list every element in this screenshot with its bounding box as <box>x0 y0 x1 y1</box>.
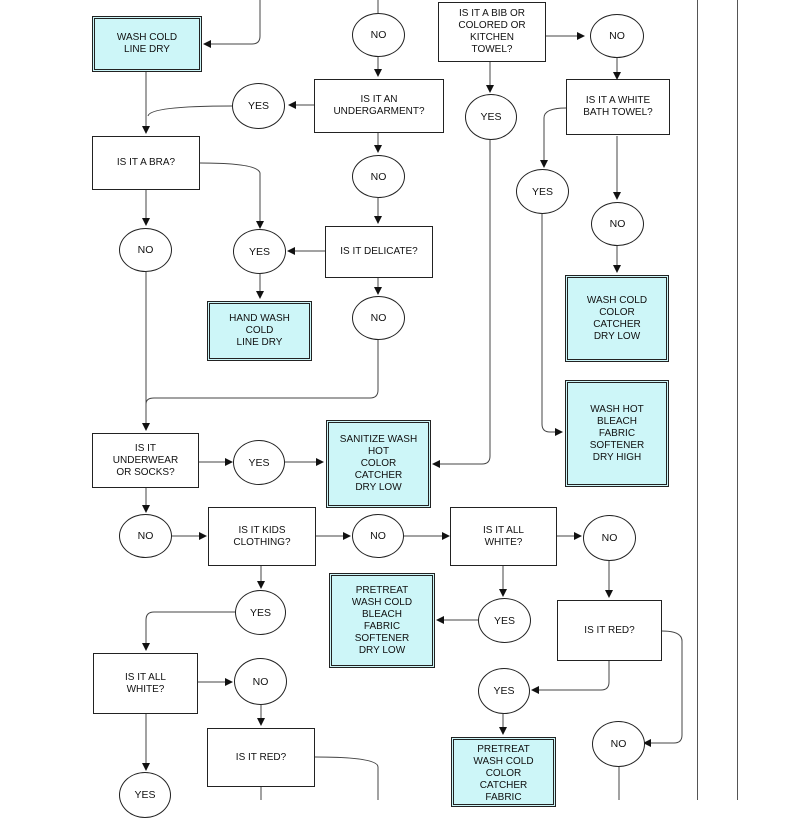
no-oval: NO <box>119 228 172 272</box>
no-oval: NO <box>352 13 405 57</box>
is-it-all-white-node: IS IT ALL WHITE? <box>450 507 557 566</box>
no-oval: NO <box>352 155 405 198</box>
yes-oval: YES <box>516 169 569 214</box>
is-it-delicate-node: IS IT DELICATE? <box>325 226 433 278</box>
yes-oval: YES <box>235 590 286 635</box>
pretreat-color-catcher-node: PRETREAT WASH COLD COLOR CATCHER FABRIC <box>451 737 556 807</box>
is-it-kids-clothing-node: IS IT KIDS CLOTHING? <box>208 507 316 566</box>
page-border-line <box>737 0 738 800</box>
is-it-red-node: IS IT RED? <box>557 600 662 661</box>
wash-hot-bleach-node: WASH HOT BLEACH FABRIC SOFTENER DRY HIGH <box>565 380 669 487</box>
wash-cold-line-dry-node: WASH COLD LINE DRY <box>92 16 202 72</box>
yes-oval: YES <box>233 440 285 485</box>
no-oval: NO <box>234 658 287 705</box>
no-oval: NO <box>592 721 645 767</box>
sanitize-wash-node: SANITIZE WASH HOT COLOR CATCHER DRY LOW <box>326 420 431 508</box>
yes-oval: YES <box>233 229 286 274</box>
hand-wash-node: HAND WASH COLD LINE DRY <box>207 301 312 361</box>
no-oval: NO <box>119 514 172 558</box>
page-border-line <box>697 0 698 800</box>
yes-oval: YES <box>232 83 285 129</box>
is-it-a-bra-node: IS IT A BRA? <box>92 136 200 190</box>
no-oval: NO <box>591 202 644 246</box>
is-it-red-node-2: IS IT RED? <box>207 728 315 787</box>
is-it-an-undergarment-node: IS IT AN UNDERGARMENT? <box>314 79 444 133</box>
is-it-underwear-or-socks-node: IS IT UNDERWEAR OR SOCKS? <box>92 433 199 488</box>
no-oval: NO <box>590 14 644 58</box>
is-it-all-white-node-2: IS IT ALL WHITE? <box>93 653 198 714</box>
yes-oval: YES <box>478 598 531 643</box>
flowchart-connectors <box>142 0 683 800</box>
pretreat-bleach-node: PRETREAT WASH COLD BLEACH FABRIC SOFTENE… <box>329 573 435 668</box>
yes-oval: YES <box>478 668 530 714</box>
is-it-a-white-bath-towel-node: IS IT A WHITE BATH TOWEL? <box>566 79 670 135</box>
no-oval: NO <box>352 514 404 558</box>
yes-oval: YES <box>465 94 517 140</box>
is-it-a-bib-node: IS IT A BIB OR COLORED OR KITCHEN TOWEL? <box>438 2 546 62</box>
wash-cold-color-catcher-node: WASH COLD COLOR CATCHER DRY LOW <box>565 275 669 362</box>
yes-oval: YES <box>119 772 171 818</box>
no-oval: NO <box>352 296 405 340</box>
no-oval: NO <box>583 515 636 561</box>
